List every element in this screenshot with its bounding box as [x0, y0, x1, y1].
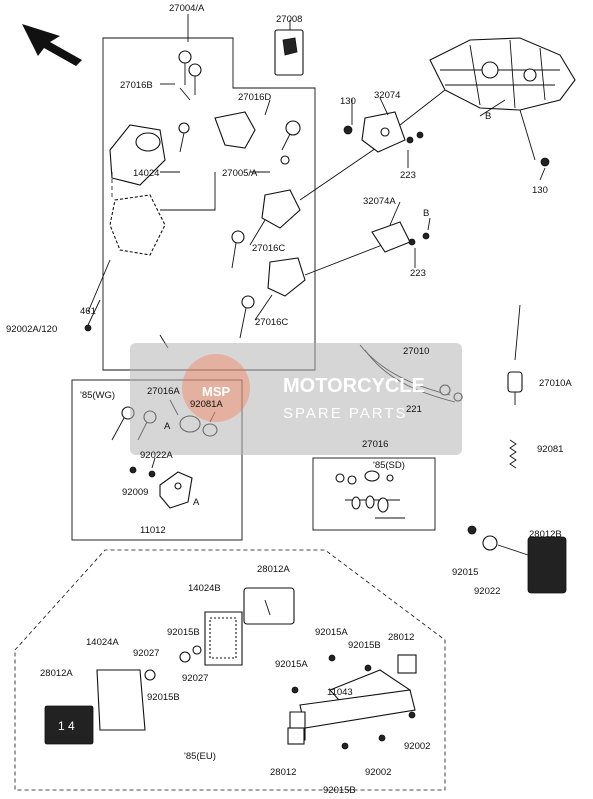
- part-27008: [274, 29, 304, 76]
- label-27010: 27010: [403, 346, 429, 357]
- label-92002-bottom: 92002: [365, 767, 391, 778]
- bracket-32074: [343, 111, 424, 153]
- label-a-bracket: A: [193, 497, 200, 508]
- switch-27010a: [507, 304, 523, 405]
- label-92015b-bottom: 92015B: [323, 785, 356, 796]
- sd-group-outline: [312, 457, 436, 531]
- label-14024b: 14024B: [188, 583, 221, 594]
- svg-text:1 4: 1 4: [58, 719, 75, 733]
- label-28012-right: 28012: [388, 632, 414, 643]
- label-27016d: 27016D: [238, 92, 271, 103]
- label-223-lower: 223: [410, 268, 426, 279]
- eu-group-outline: [14, 549, 446, 791]
- frame: [429, 37, 576, 111]
- label-92015b-top: 92015B: [167, 627, 200, 638]
- front-arrow-icon: [22, 24, 82, 66]
- label-b-lower: B: [423, 208, 429, 219]
- label-27016: 27016: [362, 439, 388, 450]
- label-27016b: 27016B: [120, 80, 153, 91]
- bracket-32074a: [371, 221, 430, 253]
- lock-27016c-lower: [239, 257, 306, 339]
- label-32074a: 32074A: [363, 196, 396, 207]
- label-130-left: 130: [340, 96, 356, 107]
- label-92081a: 92081A: [190, 399, 223, 410]
- label-85-sd: '85(SD): [373, 460, 405, 471]
- label-92015a-top: 92015A: [315, 627, 348, 638]
- label-leaders: [87, 14, 546, 321]
- watermark-logo: MSP: [202, 384, 231, 399]
- leader-frame: [399, 89, 446, 126]
- label-28012a-top: 28012A: [257, 564, 290, 575]
- label-14024: 14024: [133, 168, 159, 179]
- sd-parts: [335, 470, 405, 519]
- label-32074: 32074: [374, 90, 400, 101]
- screw-461: [84, 299, 169, 349]
- label-11012: 11012: [140, 525, 166, 536]
- label-92022: 92022: [474, 586, 500, 597]
- watermark-subtitle: SPARE PARTS: [283, 405, 408, 422]
- label-28012a-left: 28012A: [40, 668, 73, 679]
- lock-27016c-upper: [231, 189, 301, 269]
- bolt-130-right: [519, 109, 550, 167]
- label-b-upper: B: [485, 111, 491, 122]
- label-130-right: 130: [532, 185, 548, 196]
- label-27016a: 27016A: [147, 386, 180, 397]
- label-85-wg: '85(WG): [80, 390, 115, 401]
- eu-parts: 1 4: [44, 587, 417, 750]
- label-27008: 27008: [276, 14, 302, 25]
- label-14024a: 14024A: [86, 637, 119, 648]
- label-27016c-lower: 27016C: [255, 317, 288, 328]
- label-461: 461: [80, 306, 96, 317]
- label-92027-left: 92027: [133, 648, 159, 659]
- label-11043: 11043: [327, 687, 353, 698]
- label-92009: 92009: [122, 487, 148, 498]
- spring-92081: [509, 439, 517, 469]
- label-92002a-120: 92002A/120: [6, 324, 57, 335]
- label-221: 221: [406, 404, 422, 415]
- label-92081: 92081: [537, 444, 563, 455]
- label-a-wg: A: [164, 421, 171, 432]
- label-92015a-mid: 92015A: [275, 659, 308, 670]
- watermark-title: MOTORCYCLE: [283, 375, 425, 397]
- key-set-27016b: [178, 50, 202, 153]
- label-92015b-left: 92015B: [147, 692, 180, 703]
- watermark: MSP MOTORCYCLE SPARE PARTS: [130, 343, 462, 455]
- lock-27016d: [214, 111, 301, 165]
- label-85-eu: '85(EU): [184, 751, 216, 762]
- leader-lock-lower: [304, 239, 396, 276]
- ignition-group-outline: [102, 37, 316, 371]
- label-92015: 92015: [452, 567, 478, 578]
- label-92002-right: 92002: [404, 741, 430, 752]
- part-labels: 27004/A 27008 27016B 27016D 130 32074 B …: [6, 3, 572, 796]
- label-27010a: 27010A: [539, 378, 572, 389]
- label-27005a: 27005/A: [222, 168, 258, 179]
- label-92027-right: 92027: [182, 673, 208, 684]
- label-223-upper: 223: [400, 170, 416, 181]
- label-28012-bottom: 28012: [270, 767, 296, 778]
- ignition-switch: [109, 124, 166, 256]
- reflector-28012b: [467, 525, 567, 594]
- label-27016c-upper: 27016C: [252, 243, 285, 254]
- label-28012b: 28012B: [529, 529, 562, 540]
- label-92022a: 92022A: [140, 450, 173, 461]
- label-92015b-right: 92015B: [348, 640, 381, 651]
- label-27004a: 27004/A: [169, 3, 205, 14]
